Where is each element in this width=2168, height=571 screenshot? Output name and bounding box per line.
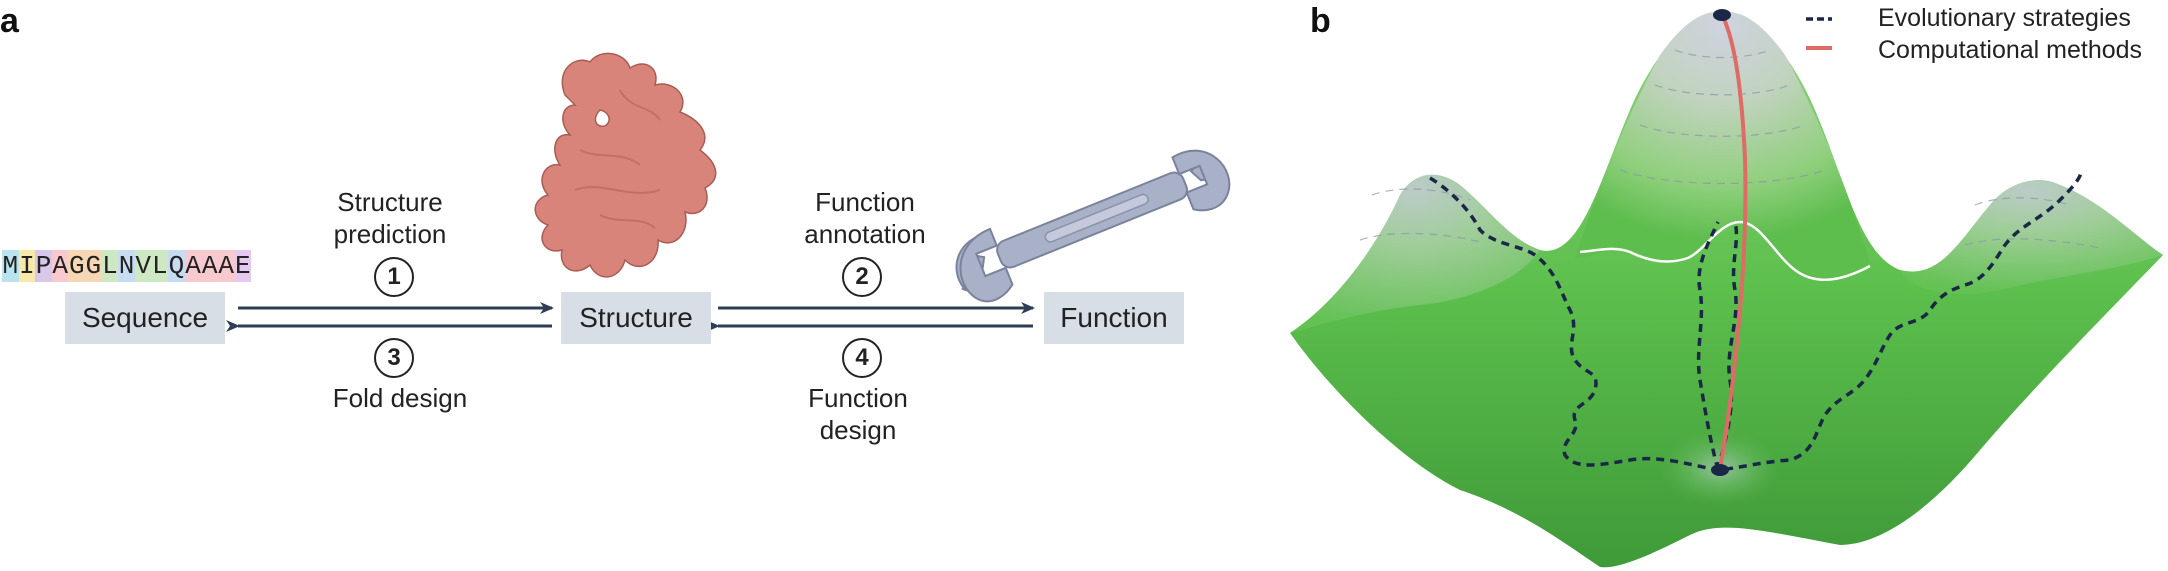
sequence-residue: L xyxy=(151,250,169,282)
legend-item-computational: Computational methods xyxy=(1802,34,2142,66)
step-number-3: 3 xyxy=(374,338,414,378)
panel-letter-b: b xyxy=(1310,2,1331,40)
sequence-residue: G xyxy=(85,250,102,282)
sequence-box: Sequence xyxy=(65,292,225,344)
protein-structure-image xyxy=(534,52,717,278)
sequence-residue: E xyxy=(234,250,252,282)
label-function-annotation: Function annotation xyxy=(775,186,955,250)
step-number-1: 1 xyxy=(374,257,414,297)
label-line: annotation xyxy=(804,219,926,249)
sequence-residue: L xyxy=(101,250,119,282)
label-line: design xyxy=(819,415,897,445)
sequence-residue: I xyxy=(18,250,36,282)
sequence-residue: A xyxy=(51,250,69,282)
sequence-residue: N xyxy=(118,250,135,282)
sequence-residue: A xyxy=(184,250,202,282)
panel-letter-a: a xyxy=(0,2,19,40)
fitness-landscape xyxy=(1290,9,2163,568)
sequence-residue: A xyxy=(201,250,218,282)
structure-box: Structure xyxy=(561,292,711,344)
legend-item-evolutionary: Evolutionary strategies xyxy=(1802,2,2142,34)
step-number-4: 4 xyxy=(842,338,882,378)
label-line: Function xyxy=(815,187,915,217)
step-number-2: 2 xyxy=(842,257,882,297)
sequence-residue: P xyxy=(35,250,52,282)
label-fold-design: Fold design xyxy=(300,382,500,414)
label-line: Function xyxy=(808,383,908,413)
sequence-residue: V xyxy=(134,250,152,282)
sequence-residue: M xyxy=(2,250,19,282)
function-box: Function xyxy=(1044,292,1184,344)
sequence-residue: A xyxy=(217,250,235,282)
sequence-residue: Q xyxy=(168,250,185,282)
label-structure-prediction: Structure prediction xyxy=(300,186,480,250)
label-line: prediction xyxy=(333,219,447,249)
legend-label: Evolutionary strategies xyxy=(1878,3,2131,32)
sequence-residue: G xyxy=(68,250,86,282)
legend-label: Computational methods xyxy=(1878,35,2143,64)
label-function-design: Function design xyxy=(768,382,948,446)
wrench-icon xyxy=(955,149,1231,303)
label-line: Structure xyxy=(337,187,443,217)
legend: Evolutionary strategies Computational me… xyxy=(1802,2,2142,66)
label-line: Fold design xyxy=(332,383,468,413)
